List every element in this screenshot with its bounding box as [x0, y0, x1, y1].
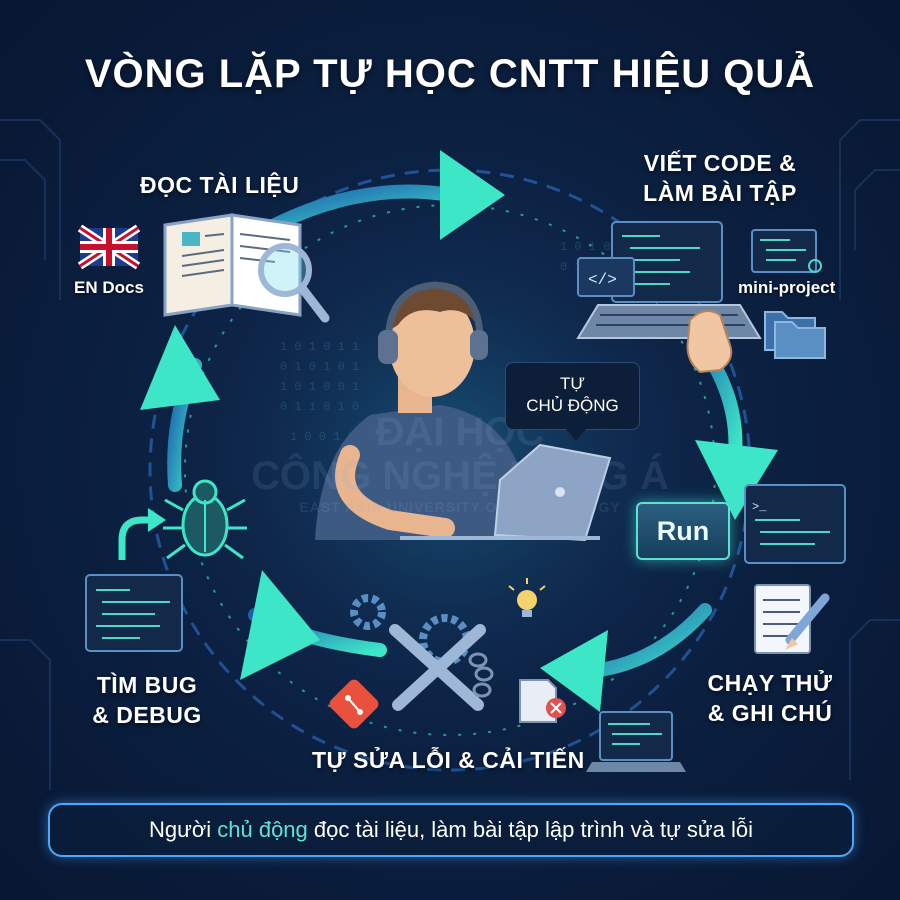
pencil-icon: [785, 593, 830, 650]
step-run-notes-line2: & GHI CHÚ: [707, 700, 833, 726]
git-icon: [329, 679, 379, 729]
svg-text:1 0 1 0 1 1: 1 0 1 0 1 1: [280, 340, 359, 354]
svg-text:>_: >_: [752, 500, 767, 514]
svg-text:0 1 1 0 1 0: 0 1 1 0 1 0: [280, 400, 359, 414]
en-docs-label: EN Docs: [74, 278, 144, 297]
mini-project-label: mini-project: [738, 278, 836, 297]
code-window-icon: </>: [577, 221, 723, 303]
lightbulb-icon: [508, 578, 546, 617]
step-run-notes-label: CHẠY THỬ & GHI CHÚ: [685, 668, 855, 728]
small-laptop-icon: [586, 711, 686, 772]
step-read-docs-label: ĐỌC TÀI LIỆU: [140, 172, 300, 198]
open-book-icon: [163, 213, 302, 317]
step-write-code-label: VIẾT CODE & LÀM BÀI TẬP: [620, 148, 820, 208]
run-button[interactable]: Run: [636, 502, 730, 560]
step-run-notes-line1: CHẠY THỬ: [707, 670, 833, 696]
step-debug-line1: TÌM BUG: [96, 672, 198, 698]
step-write-code-line1: VIẾT CODE &: [643, 150, 797, 176]
page-title: VÒNG LẶP TỰ HỌC CNTT HIỆU QUẢ: [84, 52, 816, 96]
chain-icon: [468, 652, 494, 698]
footer-text-before: Người: [148, 817, 218, 842]
step-fix-improve-label: TỰ SỬA LỖI & CẢI TIẾN: [312, 747, 585, 773]
laptop-icon: [576, 304, 762, 339]
circuit-traces: [0, 119, 900, 790]
footer-text-after: đọc tài liệu, làm bài tập lập trình và t…: [307, 817, 754, 842]
student-illustration: [315, 281, 612, 542]
step-debug-line2: & DEBUG: [92, 702, 202, 728]
bug-icon: [163, 479, 247, 560]
hand-icon: [686, 310, 733, 374]
footer-caption: Người chủ động đọc tài liệu, làm bài tập…: [48, 803, 854, 857]
headphones-icon: [378, 281, 488, 364]
svg-text:0 1 0 1 0 1: 0 1 0 1 0 1: [280, 360, 359, 374]
arrow-heads: [140, 150, 778, 712]
file-error-icon: [519, 679, 566, 723]
svg-text:</>: </>: [588, 271, 617, 289]
bubble-line2: CHỦ ĐỘNG: [526, 396, 619, 415]
mini-code-window-icon: [751, 229, 822, 273]
speech-bubble: TỰ CHỦ ĐỘNG: [505, 362, 640, 441]
svg-text:1 0 1 0: 1 0 1 0: [560, 240, 610, 254]
magnifier-icon: [258, 243, 330, 323]
folder-icon: [764, 311, 826, 359]
bubble-tail: [566, 429, 586, 441]
terminal-window-icon: >_: [744, 484, 846, 564]
return-arrow-icon: [118, 508, 166, 560]
svg-text:1 0 1 0 0 1: 1 0 1 0 0 1: [280, 380, 359, 394]
bubble-line1: TỰ: [560, 374, 585, 393]
step-write-code-line2: LÀM BÀI TẬP: [643, 180, 797, 206]
debug-code-window-icon: [85, 574, 183, 652]
wrench-icon: [389, 624, 486, 711]
footer-highlight: chủ động: [217, 817, 308, 842]
step-debug-label: TÌM BUG & DEBUG: [72, 670, 222, 730]
uk-flag-icon: [77, 224, 141, 270]
